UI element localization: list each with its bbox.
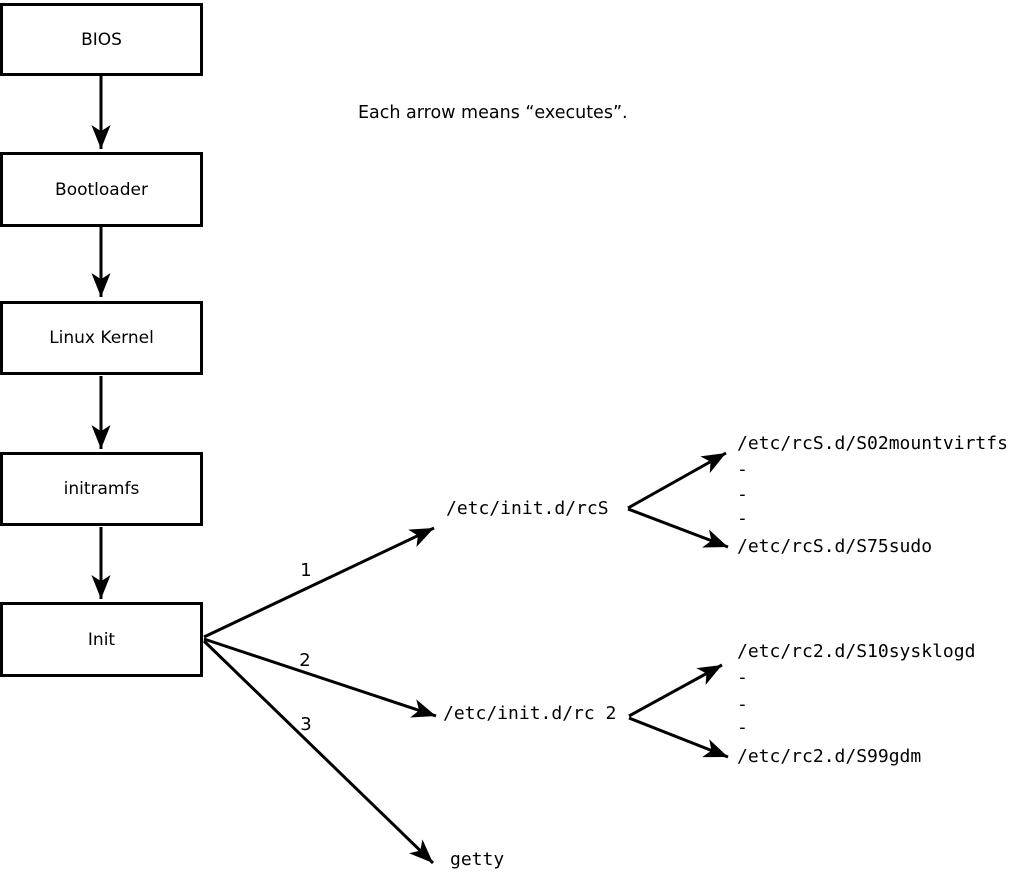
box-bootloader-label: Bootloader <box>55 179 148 200</box>
edge-label-2: 2 <box>299 650 311 671</box>
box-linux-kernel: Linux Kernel <box>0 301 203 375</box>
arrow-init-to-rcs <box>203 526 435 639</box>
arrow-rcs-to-first <box>627 451 727 510</box>
box-initramfs-label: initramfs <box>63 479 140 499</box>
box-bios-label: BIOS <box>81 29 122 50</box>
rc2-first-entry: /etc/rc2.d/S10sysklogd <box>737 641 976 662</box>
rc2-dash-2: - <box>737 694 748 715</box>
arrow-init-to-rc2 <box>203 637 437 718</box>
box-init: Init <box>0 602 203 677</box>
getty-label: getty <box>450 849 505 870</box>
rc2-script-label: /etc/init.d/rc 2 <box>443 703 617 724</box>
rcs-dash-1: - <box>737 459 748 480</box>
rc2-dash-1: - <box>737 667 748 688</box>
edge-label-1: 1 <box>300 560 312 581</box>
arrow-init-to-getty <box>202 639 435 865</box>
rc2-dash-3: - <box>737 717 748 738</box>
rc2-last-entry: /etc/rc2.d/S99gdm <box>737 746 922 767</box>
box-bios: BIOS <box>0 3 203 76</box>
rcs-script-label: /etc/init.d/rcS <box>446 498 609 519</box>
edge-label-3: 3 <box>300 714 312 735</box>
rcs-dash-3: - <box>737 508 748 529</box>
rcs-first-entry: /etc/rcS.d/S02mountvirtfs <box>737 433 1008 454</box>
box-linux-kernel-label: Linux Kernel <box>49 328 154 348</box>
box-init-label: Init <box>87 629 116 650</box>
arrow-rcs-to-last <box>627 507 729 549</box>
arrow-rc2-to-last <box>628 716 729 759</box>
rcs-dash-2: - <box>737 484 748 505</box>
caption-text: Each arrow means “executes”. <box>358 103 628 123</box>
box-bootloader: Bootloader <box>0 152 203 227</box>
arrow-rc2-to-first <box>628 663 723 718</box>
rcs-last-entry: /etc/rcS.d/S75sudo <box>737 536 933 557</box>
box-initramfs: initramfs <box>0 452 203 526</box>
